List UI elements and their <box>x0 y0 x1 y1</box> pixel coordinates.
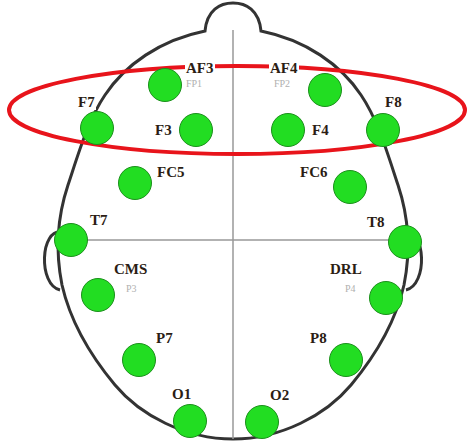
electrode-label: P8 <box>309 331 328 346</box>
electrode-node: FC5 <box>118 166 152 200</box>
electrode-node: AF3FP1 <box>148 68 182 102</box>
electrode-node: T7 <box>54 223 88 257</box>
electrode-label: F7 <box>77 95 96 110</box>
electrode-node: F3 <box>179 113 213 147</box>
electrode-label: AF3 <box>185 61 215 76</box>
electrode-label: DRL <box>329 262 363 277</box>
alternate-electrode-label: FP1 <box>185 79 203 89</box>
midline-horizontal <box>60 239 406 241</box>
electrode-label: FC5 <box>156 165 186 180</box>
electrode-node: P8 <box>329 343 363 377</box>
electrode-label: FC6 <box>299 165 329 180</box>
electrode-node: DRLP4 <box>369 281 403 315</box>
electrode-node: F7 <box>80 111 114 145</box>
alternate-electrode-label: P3 <box>125 284 138 294</box>
electrode-label: O2 <box>269 388 290 403</box>
electrode-node: AF4FP2 <box>308 73 342 107</box>
electrode-node: FC6 <box>333 170 367 204</box>
electrode-node: F8 <box>366 113 400 147</box>
electrode-label: P7 <box>155 331 174 346</box>
electrode-label: F8 <box>384 95 403 110</box>
alternate-electrode-label: P4 <box>344 284 357 294</box>
electrode-node: P7 <box>122 343 156 377</box>
electrode-node: F4 <box>271 113 305 147</box>
electrode-label: F4 <box>311 123 330 138</box>
electrode-label: O1 <box>171 387 192 402</box>
electrode-node: O1 <box>173 404 207 438</box>
electrode-label: F3 <box>154 123 173 138</box>
electrode-node: O2 <box>245 405 279 439</box>
electrode-node: T8 <box>388 225 422 259</box>
head-outline <box>58 3 408 439</box>
electrode-label: CMS <box>113 262 148 277</box>
midline-vertical <box>232 30 234 439</box>
highlight-ellipse <box>9 66 465 154</box>
electrode-label: AF4 <box>269 61 299 76</box>
electrode-label: T8 <box>366 215 386 230</box>
alternate-electrode-label: FP2 <box>273 79 291 89</box>
electrode-node: CMSP3 <box>81 278 115 312</box>
electrode-label: T7 <box>89 213 109 228</box>
